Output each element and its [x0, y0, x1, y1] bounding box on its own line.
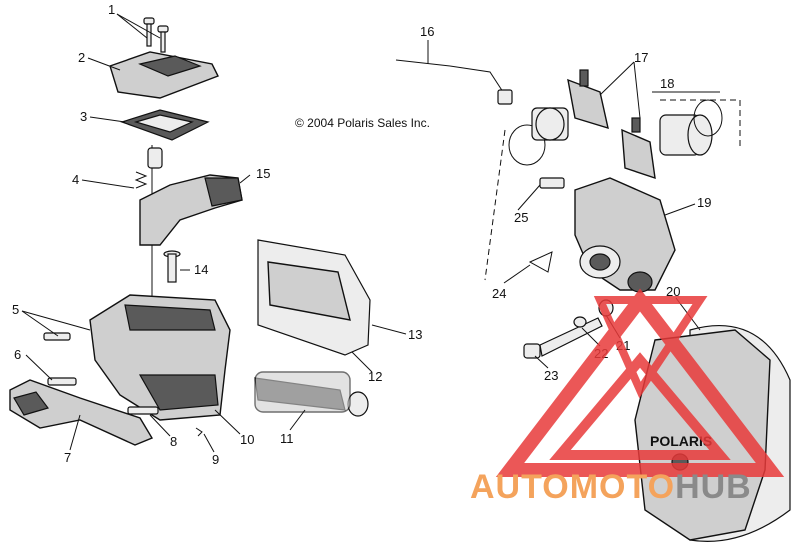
callout-10: 10	[240, 432, 254, 447]
callout-8: 8	[170, 434, 177, 449]
callout-19: 19	[697, 195, 711, 210]
part-body-10	[89, 294, 231, 421]
part-screw-6	[47, 377, 77, 386]
part-pin-14	[163, 250, 181, 283]
part-clip-24	[528, 251, 553, 273]
part-brake-line-16	[395, 59, 513, 105]
callout-6: 6	[14, 347, 21, 362]
callout-24: 24	[492, 286, 506, 301]
callout-25: 25	[514, 210, 528, 225]
callout-20: 20	[666, 284, 680, 299]
part-cover-2	[109, 51, 219, 99]
part-screw-5	[43, 332, 71, 341]
callout-12: 12	[368, 369, 382, 384]
part-piston-set-left	[508, 107, 569, 166]
callout-23: 23	[544, 368, 558, 383]
callout-2: 2	[78, 50, 85, 65]
part-bolt-23	[523, 317, 603, 359]
copyright-text: © 2004 Polaris Sales Inc.	[295, 116, 430, 130]
part-bleeder-25	[539, 177, 565, 189]
callout-5: 5	[12, 302, 19, 317]
callout-1: 1	[108, 2, 115, 17]
watermark-text-part1: AUTOMOTO	[470, 468, 675, 506]
callout-4: 4	[72, 172, 79, 187]
callout-15: 15	[256, 166, 270, 181]
callout-7: 7	[64, 450, 71, 465]
part-spring-4	[134, 171, 148, 189]
part-handle-7	[9, 379, 154, 446]
housing-brand-text: POLARIS	[650, 433, 712, 449]
part-lever-15	[139, 174, 243, 246]
watermark-text: AUTOMOTOHUB	[470, 468, 752, 506]
part-washer-22	[573, 316, 587, 328]
part-pads-17	[567, 69, 656, 180]
callout-18: 18	[660, 76, 674, 91]
callout-11: 11	[280, 431, 294, 446]
callout-17: 17	[634, 50, 648, 65]
part-gasket-3	[120, 109, 210, 141]
callout-3: 3	[80, 109, 87, 124]
leader-lines	[21, 13, 720, 453]
part-caliper-19	[574, 177, 676, 293]
part-clip-9	[195, 427, 203, 437]
callout-13: 13	[408, 327, 422, 342]
callout-9: 9	[212, 452, 219, 467]
part-plunger	[147, 147, 163, 169]
part-screw-8	[127, 406, 159, 415]
callout-16: 16	[420, 24, 434, 39]
watermark-text-part2: HUB	[675, 468, 752, 506]
part-cap-12	[257, 239, 371, 356]
watermark-logo	[495, 288, 785, 477]
part-screws-1	[143, 17, 169, 53]
part-piston-11	[254, 371, 369, 417]
part-piston-set-18	[659, 99, 723, 156]
callout-14: 14	[194, 262, 208, 277]
